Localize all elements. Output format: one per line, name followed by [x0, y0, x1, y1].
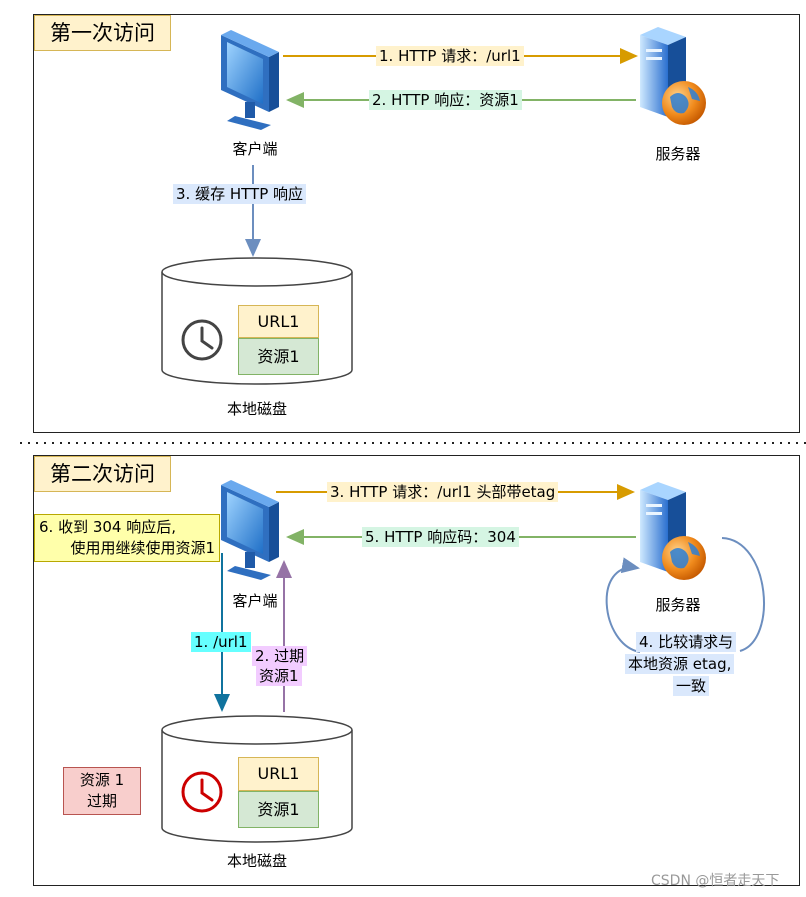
- reuse-note-line1: 6. 收到 304 响应后,: [39, 518, 177, 536]
- client-label: 客户端: [232, 592, 278, 610]
- client-computer-icon: [221, 30, 279, 130]
- expired-note-line2: 过期: [86, 792, 117, 810]
- disk-label: 本地磁盘: [226, 400, 287, 418]
- not-modified-response-label: 5. HTTP 响应码：304: [362, 527, 519, 547]
- compare-label-line2: 本地资源 etag,: [625, 654, 735, 674]
- response-label: 2. HTTP 响应：资源1: [369, 90, 522, 110]
- second-visit-title: 第二次访问: [34, 456, 171, 492]
- disk-label: 本地磁盘: [226, 852, 287, 870]
- client-label: 客户端: [232, 140, 278, 158]
- disk-url-cell: URL1: [238, 757, 319, 791]
- server-icon: [640, 27, 706, 125]
- compare-label-line1: 4. 比较请求与: [636, 632, 737, 652]
- client-computer-icon: [221, 480, 279, 580]
- expired-resource-note: 资源 1 过期: [63, 767, 141, 815]
- first-visit-title: 第一次访问: [34, 15, 171, 51]
- server-icon: [640, 482, 706, 580]
- server-label: 服务器: [655, 145, 701, 163]
- request-label: 1. HTTP 请求：/url1: [376, 46, 524, 66]
- clock-icon: [181, 319, 223, 361]
- reuse-resource-note: 6. 收到 304 响应后, 使用用继续使用资源1: [34, 514, 220, 562]
- expired-label-line2: 资源1: [256, 666, 302, 686]
- watermark: CSDN @恒者走天下: [651, 873, 780, 889]
- expired-clock-icon: [181, 771, 223, 813]
- reuse-note-line2: 使用用继续使用资源1: [70, 539, 215, 557]
- disk-url-cell: URL1: [238, 305, 319, 338]
- expired-note-line1: 资源 1: [79, 771, 125, 789]
- expired-label-line1: 2. 过期: [252, 646, 308, 666]
- lookup-label: 1. /url1: [191, 632, 251, 652]
- cache-label: 3. 缓存 HTTP 响应: [173, 184, 307, 204]
- disk-resource-cell: 资源1: [238, 338, 319, 375]
- compare-label-line3: 一致: [673, 676, 710, 696]
- disk-resource-cell: 资源1: [238, 791, 319, 828]
- server-label: 服务器: [655, 596, 701, 614]
- etag-request-label: 3. HTTP 请求：/url1 头部带etag: [327, 482, 559, 502]
- compare-loop-arrow: [605, 537, 765, 653]
